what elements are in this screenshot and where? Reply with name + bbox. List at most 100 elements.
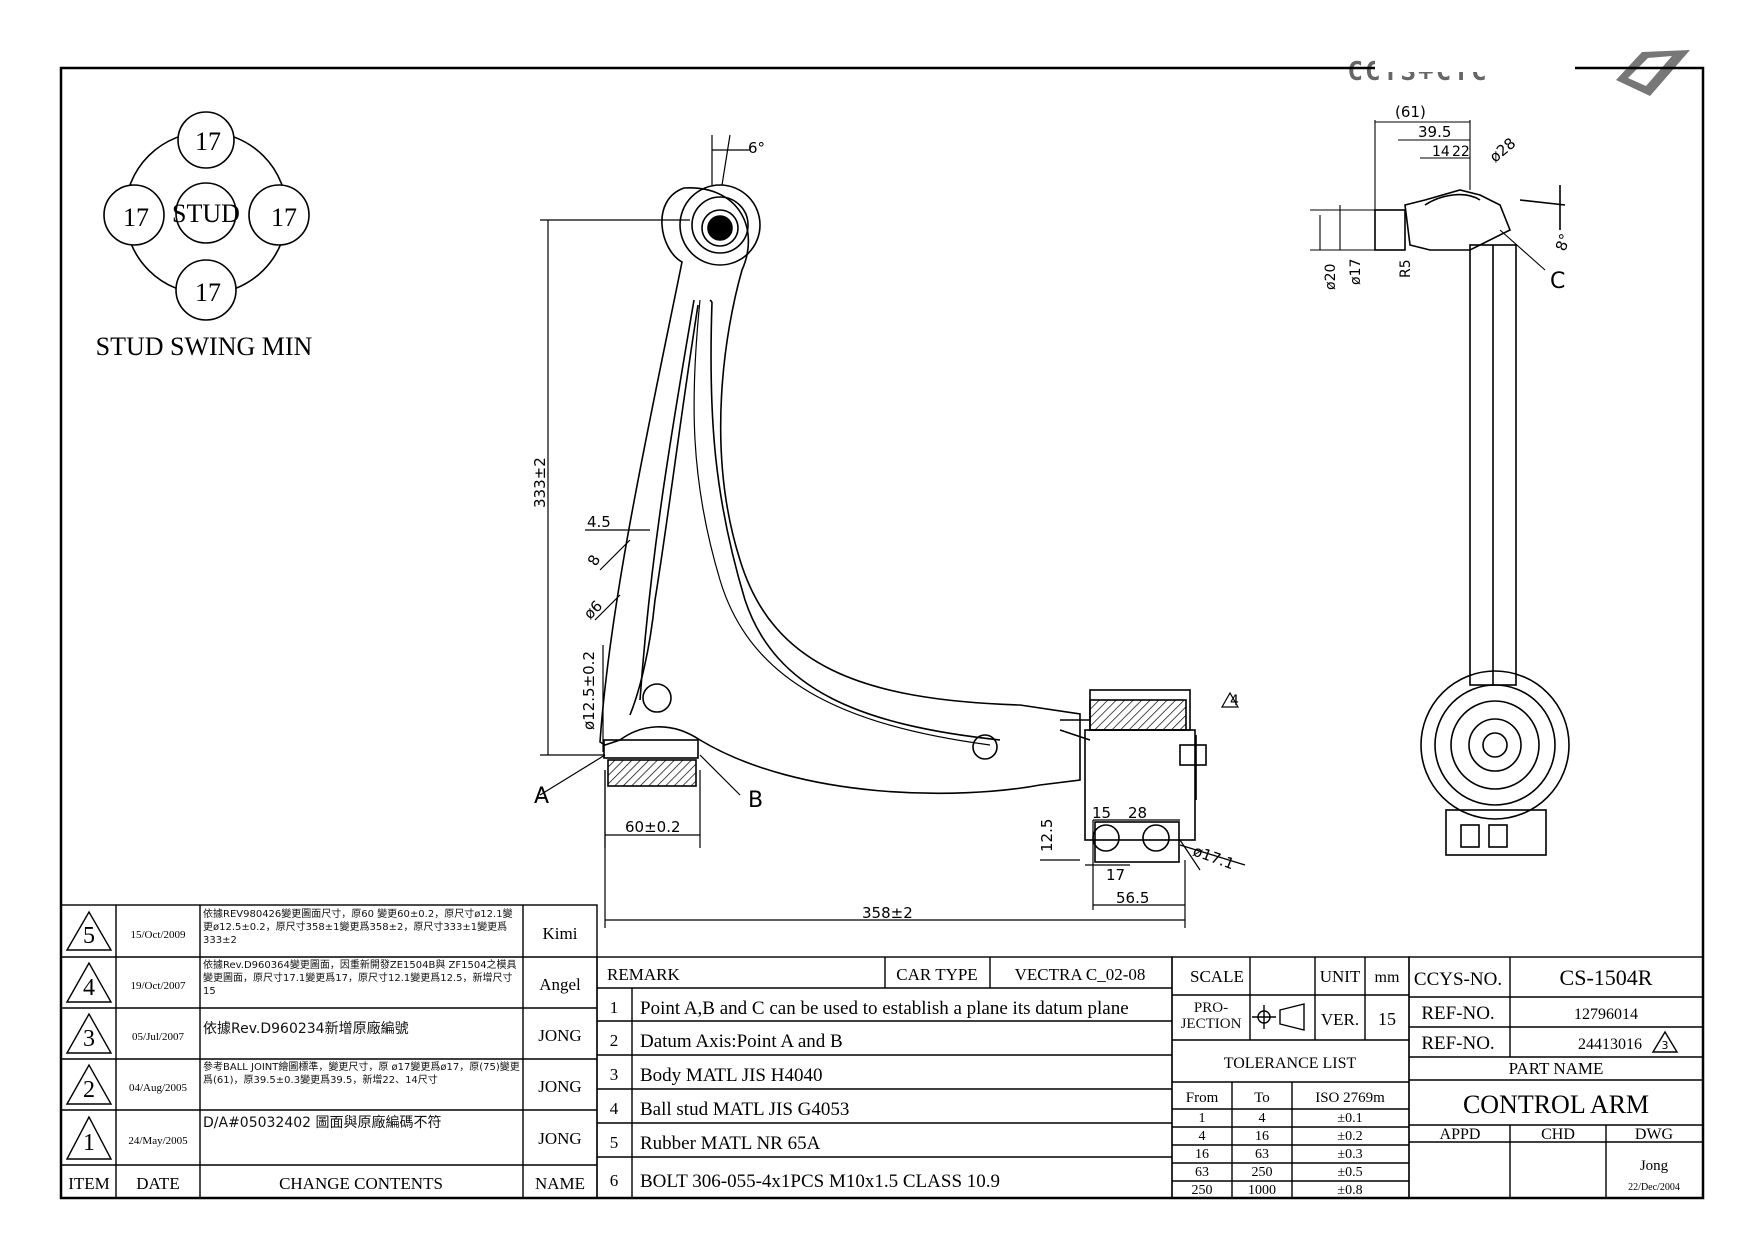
stud-swing-caption: STUD SWING MIN [96,332,313,361]
control-arm-front-view [599,184,1207,863]
dim-bush-width: 60±0.2 [625,818,681,836]
tolerance-cell: 250 [1192,1183,1213,1198]
tolerance-cell: 16 [1255,1129,1269,1144]
tol-header-to: To [1254,1090,1270,1106]
side-dim-r5: R5 [1398,259,1414,278]
stud-swing-right: 17 [271,203,297,232]
remark-3-num: 3 [610,1065,619,1084]
rev-header-item: ITEM [68,1174,110,1193]
tolerance-cell: ±0.2 [1337,1129,1362,1144]
tolerance-cell: ±0.8 [1337,1183,1362,1198]
rev-1-date: 24/May/2005 [128,1135,188,1147]
tolerance-cell: 4 [1199,1129,1206,1144]
scale-label: SCALE [1190,967,1244,986]
tolerance-cell: 63 [1195,1165,1209,1180]
part-name-value: CONTROL ARM [1463,1090,1649,1119]
tolerance-cell: 250 [1252,1165,1273,1180]
dim-dia-6: ø6 [580,597,606,623]
rev-1-item: 1 [83,1130,95,1156]
rev-4-item: 4 [83,975,95,1001]
rev-1-content: D/A#05032402 圖面與原廠編碼不符 [203,1115,442,1131]
tolerance-cell: ±0.1 [1337,1111,1362,1126]
ccys-no-label: CCYS-NO. [1414,969,1502,990]
rev-4-content: 依據Rev.D960364變更圖面，因重新開發ZE1504B與 ZF1504之模… [203,960,517,997]
tolerance-cell: 16 [1195,1147,1209,1162]
projection-label: PRO- JECTION [1180,1000,1242,1032]
dim-28: 28 [1128,804,1147,822]
rev-3-date: 05/Jul/2007 [132,1031,184,1043]
side-dim-dia-28: ø28 [1486,134,1519,166]
dwg-label: DWG [1635,1126,1674,1143]
rev-2-date: 04/Aug/2005 [129,1082,188,1094]
remark-table [596,956,1173,1199]
dim-8: 8 [584,552,604,569]
datum-point-a: A [534,784,549,809]
rev-2-content: 參考BALL JOINT繪圖標準，變更尺寸，原 ø17變更爲ø17，原(75)變… [203,1062,520,1086]
unit-value: mm [1375,969,1400,986]
remark-2-num: 2 [610,1031,619,1050]
dim-17: 17 [1106,866,1125,884]
dim-length: 358±2 [862,904,913,922]
dim-dia-17-1: ø17.1 [1191,842,1237,873]
stud-swing-top: 17 [195,127,221,156]
stud-swing-diagram [103,111,310,321]
remark-label: REMARK [607,965,680,984]
rev-4-name: Angel [539,975,581,994]
datum-point-b: B [748,788,763,813]
ref-no-2-label: REF-NO. [1421,1033,1494,1054]
ver-label: VER. [1321,1010,1359,1029]
remark-4-text: Ball stud MATL JIS G4053 [640,1099,849,1120]
remark-5-text: Rubber MATL NR 65A [640,1133,821,1154]
side-dim-8deg: 8° [1552,231,1575,253]
tolerance-cell: 63 [1255,1147,1269,1162]
remark-3-text: Body MATL JIS H4040 [640,1065,822,1086]
stud-swing-center: STUD [172,199,240,228]
dim-15: 15 [1092,804,1111,822]
tolerance-cell: ±0.5 [1337,1165,1362,1180]
car-type-label: CAR TYPE [896,965,977,984]
ref-no-2-rev: 3 [1662,1039,1669,1052]
rev-header-content: CHANGE CONTENTS [279,1174,443,1193]
rev-2-item: 2 [83,1077,95,1103]
side-dim-22: 22 [1452,144,1470,160]
rev-4-date: 19/Oct/2007 [131,980,186,992]
dim-4-5: 4.5 [587,513,611,531]
rev-3-item: 3 [83,1026,95,1052]
remark-6-num: 6 [610,1171,619,1190]
tolerance-cell: 1 [1199,1111,1206,1126]
ref-no-1-value: 12796014 [1574,1006,1638,1023]
side-dimensions [1310,120,1546,271]
remark-1-text: Point A,B and C can be used to establish… [640,998,1129,1019]
dim-dia-12-5: ø12.5±0.2 [580,651,598,730]
side-dim-39-5: 39.5 [1418,123,1451,141]
car-type-value: VECTRA C_02-08 [1015,965,1146,984]
ccys-no-value: CS-1504R [1560,965,1653,990]
rev-5-date: 15/Oct/2009 [131,929,186,941]
rev-5-item: 5 [83,923,95,949]
tolerance-cell: 1000 [1248,1183,1276,1198]
remark-2-text: Datum Axis:Point A and B [640,1031,843,1052]
rev-header-name: NAME [535,1174,585,1193]
ref-no-2-value: 24413016 [1578,1036,1642,1053]
side-dim-dia-20: ø20 [1323,264,1339,290]
tol-header-from: From [1186,1090,1219,1106]
ref-no-1-label: REF-NO. [1421,1003,1494,1024]
tol-header-iso: ISO 2769m [1315,1090,1385,1106]
chd-label: CHD [1541,1126,1575,1143]
part-name-label: PART NAME [1509,1059,1604,1078]
rev-3-content: 依據Rev.D960234新增原廠編號 [203,1021,409,1037]
dim-56-5: 56.5 [1116,889,1149,907]
remark-1-num: 1 [610,998,619,1017]
control-arm-side-view [1374,185,1570,856]
side-dim-61: (61) [1395,103,1426,121]
appd-label: APPD [1440,1126,1481,1143]
dim-height: 333±2 [531,457,549,508]
tolerance-cell: 4 [1259,1111,1266,1126]
rev-1-name: JONG [538,1129,581,1148]
dim-12-5: 12.5 [1038,819,1056,852]
revision-table [60,904,598,1199]
tolerance-title: TOLERANCE LIST [1224,1055,1357,1072]
remark-4-num: 4 [610,1099,619,1118]
